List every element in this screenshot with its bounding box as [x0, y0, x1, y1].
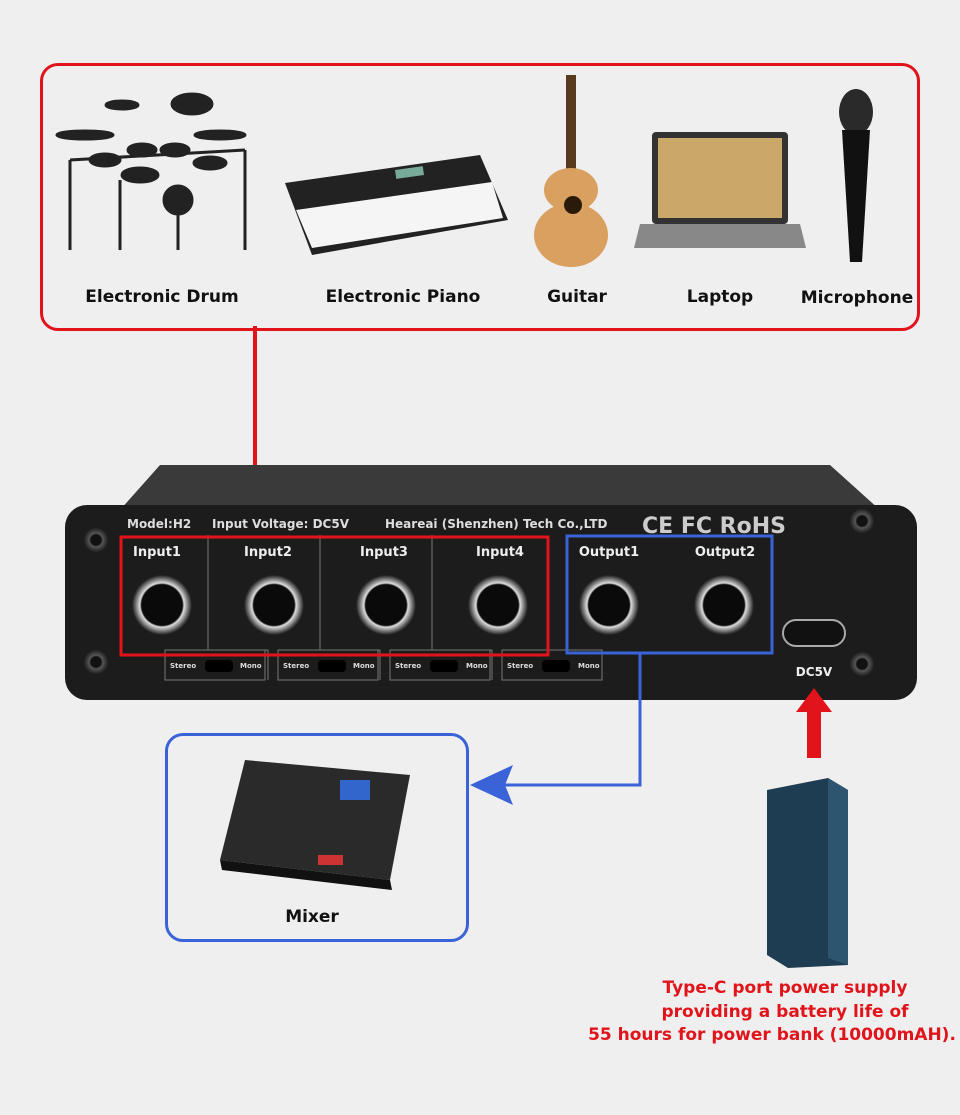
dc5v-label: DC5V	[795, 665, 833, 679]
guitar-icon	[534, 75, 608, 267]
model-text: Model:H2	[127, 517, 192, 531]
input4-label: Input4	[476, 545, 524, 560]
arrow-left-icon	[470, 765, 513, 805]
screw-icon	[84, 528, 108, 552]
arrow-up-icon	[796, 688, 832, 712]
usb-c-port	[782, 619, 846, 647]
switch3-toggle[interactable]	[430, 660, 458, 672]
input2-label: Input2	[244, 545, 292, 560]
input3-label: Input3	[360, 545, 408, 560]
input3-jack	[356, 575, 416, 635]
input2-jack	[244, 575, 304, 635]
input1-label: Input1	[133, 545, 181, 560]
certification-marks: CE FC RoHS	[642, 514, 786, 539]
source-label-drum: Electronic Drum	[85, 287, 239, 307]
power-bank-icon	[767, 778, 848, 968]
maker-text: Heareai (Shenzhen) Tech Co.,LTD	[385, 517, 608, 531]
input4-jack	[468, 575, 528, 635]
switch3-mono: Mono	[466, 662, 488, 670]
source-label-laptop: Laptop	[686, 287, 754, 307]
switch3-stereo: Stereo	[395, 662, 422, 670]
outputs-highlight	[565, 534, 774, 655]
output1-label: Output1	[578, 545, 640, 560]
source-label-guitar: Guitar	[547, 287, 607, 307]
source-label-piano: Electronic Piano	[325, 287, 481, 307]
output-arrow-line	[505, 653, 642, 787]
output2-label: Output2	[694, 545, 756, 560]
screw-icon	[850, 652, 874, 676]
voltage-text: Input Voltage: DC5V	[212, 517, 349, 531]
mixer-label: Mixer	[285, 907, 339, 927]
source-label-microphone: Microphone	[800, 288, 914, 308]
screw-icon	[850, 509, 874, 533]
switch2-toggle[interactable]	[318, 660, 346, 672]
output1-jack	[579, 575, 639, 635]
power-note-line3: 55 hours for power bank (10000mAH).	[588, 1025, 956, 1045]
mixer-box	[165, 733, 469, 942]
drum-kit-icon	[55, 92, 247, 250]
laptop-icon	[634, 132, 806, 248]
switch1-mono: Mono	[240, 662, 262, 670]
screw-icon	[84, 650, 108, 674]
keyboard-icon	[285, 155, 508, 255]
switch4-toggle[interactable]	[542, 660, 570, 672]
switch4-mono: Mono	[578, 662, 600, 670]
power-note-line2: providing a battery life of	[661, 1002, 909, 1022]
inputs-highlight	[119, 535, 550, 657]
mixer-icon	[220, 760, 410, 890]
switch1-toggle[interactable]	[205, 660, 233, 672]
output2-jack	[694, 575, 754, 635]
power-note-line1: Type-C port power supply	[662, 978, 908, 998]
switch2-stereo: Stereo	[283, 662, 310, 670]
sources-box	[40, 63, 920, 331]
input1-jack	[132, 575, 192, 635]
switch2-mono: Mono	[353, 662, 375, 670]
switch4-stereo: Stereo	[507, 662, 534, 670]
switch1-stereo: Stereo	[170, 662, 197, 670]
microphone-icon	[839, 89, 873, 262]
